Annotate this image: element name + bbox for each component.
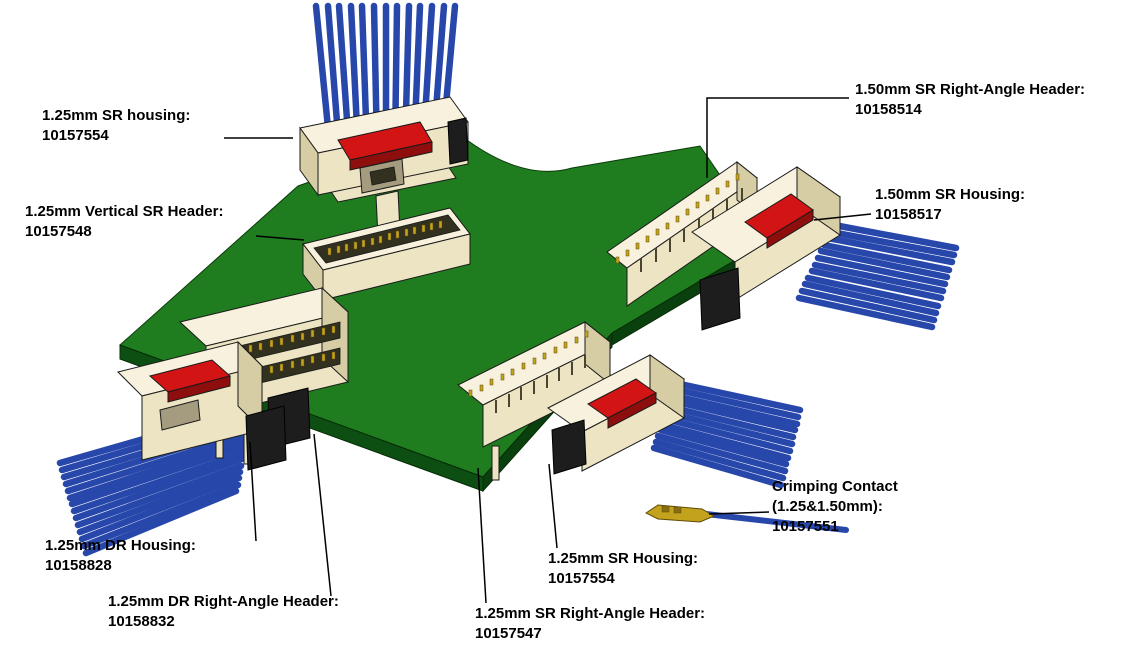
label-part-number: 10157547: [475, 625, 542, 642]
callout-line: [477, 467, 487, 604]
label-text: 1.25mm DR Right-Angle Header:: [108, 593, 339, 610]
pin-row: [615, 173, 740, 264]
pin-row: [468, 330, 589, 397]
label-part-number: 10158514: [855, 101, 922, 118]
label-vertical-sr-header: 1.25mm Vertical SR Header: 10157548: [25, 202, 223, 242]
label-text: 1.25mm SR housing:: [42, 107, 191, 124]
dr-assembly: [56, 286, 350, 557]
top-sr-assembly: [299, 2, 469, 238]
right-sr-assembly: [606, 160, 960, 331]
callout-line: [249, 441, 257, 542]
label-text: 1.25mm SR Right-Angle Header:: [475, 605, 706, 622]
wire-bundle-bottom: [650, 380, 804, 489]
label-part-number: 10158832: [108, 613, 175, 630]
sr-housing-150-body: [691, 166, 841, 331]
slot-row: [640, 188, 743, 272]
label-sr-housing-150: 1.50mm SR Housing: 10158517: [875, 185, 1025, 225]
sr-housing-125-body: [547, 354, 685, 475]
callout-line: [813, 213, 872, 221]
label-part-number: 10157551: [772, 518, 839, 535]
label-sr-housing-top: 1.25mm SR housing: 10157554: [42, 106, 190, 146]
label-part-number: 10157554: [42, 127, 109, 144]
bottom-sr-assembly: [457, 320, 804, 489]
label-text: Crimping Contact (1.25&1.50mm):: [772, 478, 898, 515]
label-text: 1.50mm SR Right-Angle Header:: [855, 81, 1086, 98]
label-part-number: 10158828: [45, 557, 112, 574]
label-sr-right-angle-header-150: 1.50mm SR Right-Angle Header: 10158514: [855, 80, 1085, 120]
sr-right-angle-header-125-body: [457, 320, 611, 481]
slot-row: [495, 355, 586, 413]
vertical-sr-header-body: [302, 207, 471, 302]
label-text: 1.50mm SR Housing:: [875, 186, 1026, 203]
callout-line: [706, 97, 849, 178]
label-dr-right-angle-header: 1.25mm DR Right-Angle Header: 10158832: [108, 592, 339, 632]
label-part-number: 10157554: [548, 570, 615, 587]
sr-right-angle-header-150-body: [606, 160, 758, 307]
callout-line: [708, 511, 770, 515]
pin-row: [327, 220, 443, 256]
callout-line: [255, 235, 305, 241]
label-text: 1.25mm SR Housing:: [548, 550, 699, 567]
callout-line: [313, 433, 332, 597]
label-sr-right-angle-header-125: 1.25mm SR Right-Angle Header: 10157547: [475, 604, 705, 644]
label-crimping-contact: Crimping Contact (1.25&1.50mm): 10157551: [772, 477, 942, 537]
label-text: 1.25mm DR Housing:: [45, 537, 196, 554]
single-wire: [703, 511, 849, 533]
wire-bundle-right: [795, 221, 960, 331]
label-sr-housing-bottom: 1.25mm SR Housing: 10157554: [548, 549, 698, 589]
callout-line: [548, 463, 558, 549]
label-part-number: 10158517: [875, 206, 942, 223]
label-dr-housing: 1.25mm DR Housing: 10158828: [45, 536, 196, 576]
label-text: 1.25mm Vertical SR Header:: [25, 203, 224, 220]
callout-lines: [224, 97, 872, 604]
crimping-contact-assembly: [645, 504, 849, 533]
label-part-number: 10157548: [25, 223, 92, 240]
dr-housing-body: [117, 340, 287, 471]
